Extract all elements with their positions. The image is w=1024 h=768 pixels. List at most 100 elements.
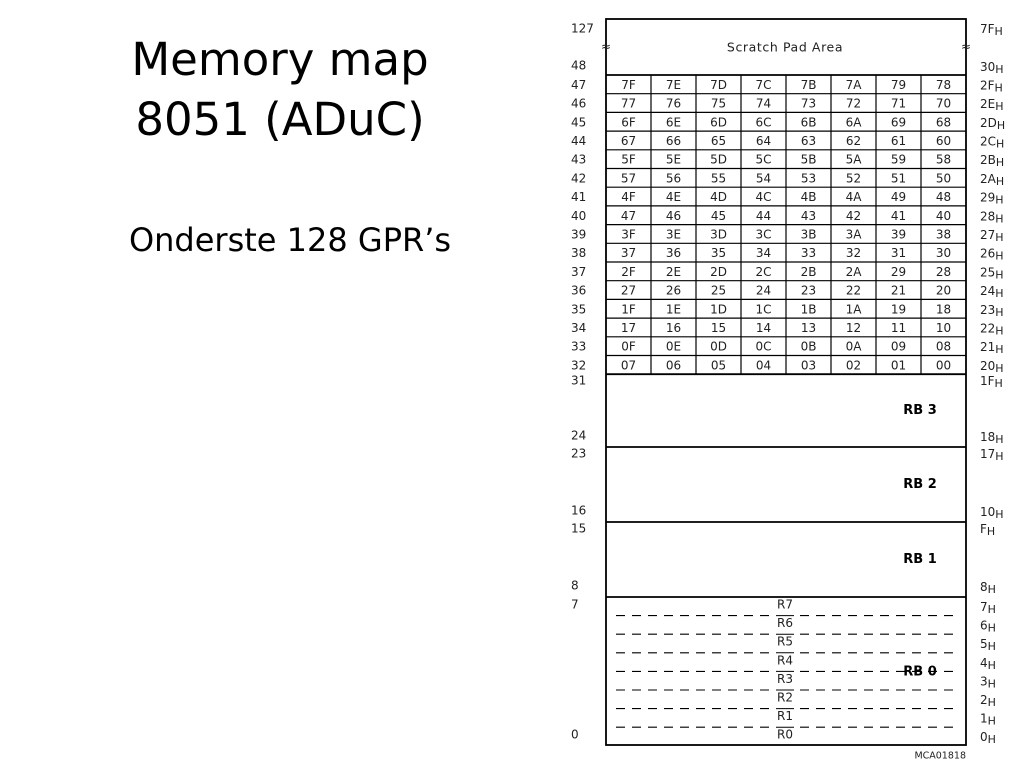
bit-address-cell: 29 (891, 265, 906, 279)
bit-address-cell: 18 (936, 302, 951, 316)
bit-address-cell: 70 (936, 97, 951, 111)
register-bank-label: RB 1 (903, 552, 937, 567)
memory-map-border (605, 18, 967, 746)
bit-address-cell: 39 (891, 227, 906, 241)
bit-address-cell: 65 (711, 134, 726, 148)
register-name: R1 (777, 709, 793, 723)
scratch-pad-addr-top: 127 (571, 22, 594, 36)
bit-row-hex-address: 2BH (980, 153, 1004, 170)
bit-row-address: 43 (571, 153, 586, 167)
bit-address-cell: 08 (936, 340, 951, 354)
bit-row-address: 38 (571, 246, 586, 260)
bit-address-cell: 4C (755, 190, 771, 204)
bit-address-cell: 3F (621, 227, 636, 241)
bit-address-cell: 2C (755, 265, 771, 279)
bit-address-cell: 61 (891, 134, 906, 148)
bit-address-cell: 69 (891, 115, 906, 129)
bit-address-cell: 66 (666, 134, 681, 148)
register-bank-addr-top: 23 (571, 447, 586, 461)
scratch-pad-break-right: ≈ (961, 40, 971, 54)
bit-address-cell: 2B (801, 265, 817, 279)
bit-address-cell: 21 (891, 284, 906, 298)
register-name: R2 (777, 691, 793, 705)
bit-address-cell: 51 (891, 171, 906, 185)
bit-address-cell: 5D (710, 153, 727, 167)
scratch-pad-label: Scratch Pad Area (727, 40, 843, 55)
bit-address-cell: 7B (801, 78, 817, 92)
bit-address-cell: 63 (801, 134, 816, 148)
bit-address-cell: 6A (846, 115, 863, 129)
register-hex-address: 0H (980, 730, 996, 747)
bit-address-cell: 46 (666, 209, 681, 223)
bit-row-hex-address: 28H (980, 209, 1004, 226)
bit-address-cell: 1F (621, 302, 636, 316)
bit-row-hex-address: 25H (980, 265, 1004, 282)
register-hex-address: 2H (980, 693, 996, 710)
scratch-pad-hex-top: 7FH (980, 22, 1003, 39)
bit-address-cell: 55 (711, 171, 726, 185)
bit-row-hex-address: 2FH (980, 78, 1003, 95)
register-bank-addr-top: 31 (571, 374, 586, 388)
title-line-2: 8051 (ADuC) (135, 93, 425, 146)
register-bank-label: RB 0 (903, 665, 937, 680)
bit-address-cell: 75 (711, 97, 726, 111)
bit-address-cell: 26 (666, 284, 681, 298)
bit-address-cell: 5A (846, 153, 863, 167)
bit-address-cell: 12 (846, 321, 861, 335)
bit-row-address: 40 (571, 209, 586, 223)
bit-address-cell: 58 (936, 153, 951, 167)
scratch-pad-hex-bottom: 30H (980, 60, 1004, 77)
bit-row-address: 36 (571, 284, 586, 298)
register-bank-hex-bottom: 10H (980, 505, 1004, 522)
slide-title: Memory map 8051 (ADuC) (70, 30, 490, 150)
bit-row-address: 37 (571, 265, 586, 279)
register-bank-hex-top: FH (980, 522, 995, 539)
bit-address-cell: 1C (755, 302, 771, 316)
bank0-addr-bottom: 0 (571, 728, 579, 742)
bit-address-cell: 4B (801, 190, 817, 204)
bit-address-cell: 34 (756, 246, 771, 260)
bit-address-cell: 3B (801, 227, 817, 241)
register-name: R7 (777, 598, 793, 612)
register-bank-hex-top: 1FH (980, 374, 1003, 391)
register-hex-address: 4H (980, 655, 996, 672)
register-hex-address: 5H (980, 637, 996, 654)
bit-row-hex-address: 2EH (980, 97, 1004, 114)
register-bank-addr-bottom: 8 (571, 579, 579, 593)
register-bank-addr-bottom: 24 (571, 429, 586, 443)
bit-address-cell: 10 (936, 321, 951, 335)
bit-address-cell: 19 (891, 302, 906, 316)
bit-address-cell: 44 (756, 209, 771, 223)
bit-row-address: 39 (571, 227, 586, 241)
bit-address-cell: 30 (936, 246, 951, 260)
bit-address-cell: 04 (756, 358, 771, 372)
bit-row-hex-address: 2AH (980, 171, 1004, 188)
bit-row-hex-address: 2DH (980, 115, 1005, 132)
bit-address-cell: 62 (846, 134, 861, 148)
bit-address-cell: 17 (621, 321, 636, 335)
bit-address-cell: 59 (891, 153, 906, 167)
bit-row-address: 34 (571, 321, 586, 335)
register-name: R3 (777, 672, 793, 686)
bit-row-address: 45 (571, 115, 586, 129)
bit-address-cell: 36 (666, 246, 681, 260)
bit-address-cell: 56 (666, 171, 681, 185)
bank0-addr-top: 7 (571, 598, 579, 612)
bit-address-cell: 3D (710, 227, 727, 241)
bit-address-cell: 64 (756, 134, 771, 148)
bit-address-cell: 54 (756, 171, 771, 185)
bit-row-hex-address: 21H (980, 340, 1004, 357)
bit-address-cell: 43 (801, 209, 816, 223)
bit-address-cell: 1B (801, 302, 817, 316)
title-line-1: Memory map (131, 33, 429, 86)
bit-address-cell: 23 (801, 284, 816, 298)
bit-address-cell: 68 (936, 115, 951, 129)
register-bank-addr-bottom: 16 (571, 504, 586, 518)
bit-address-cell: 57 (621, 171, 636, 185)
bit-address-cell: 2A (846, 265, 863, 279)
register-name: R0 (777, 728, 793, 742)
bit-address-cell: 0E (666, 340, 681, 354)
bit-address-cell: 7F (621, 78, 636, 92)
bit-address-cell: 4D (710, 190, 727, 204)
bit-address-cell: 32 (846, 246, 861, 260)
